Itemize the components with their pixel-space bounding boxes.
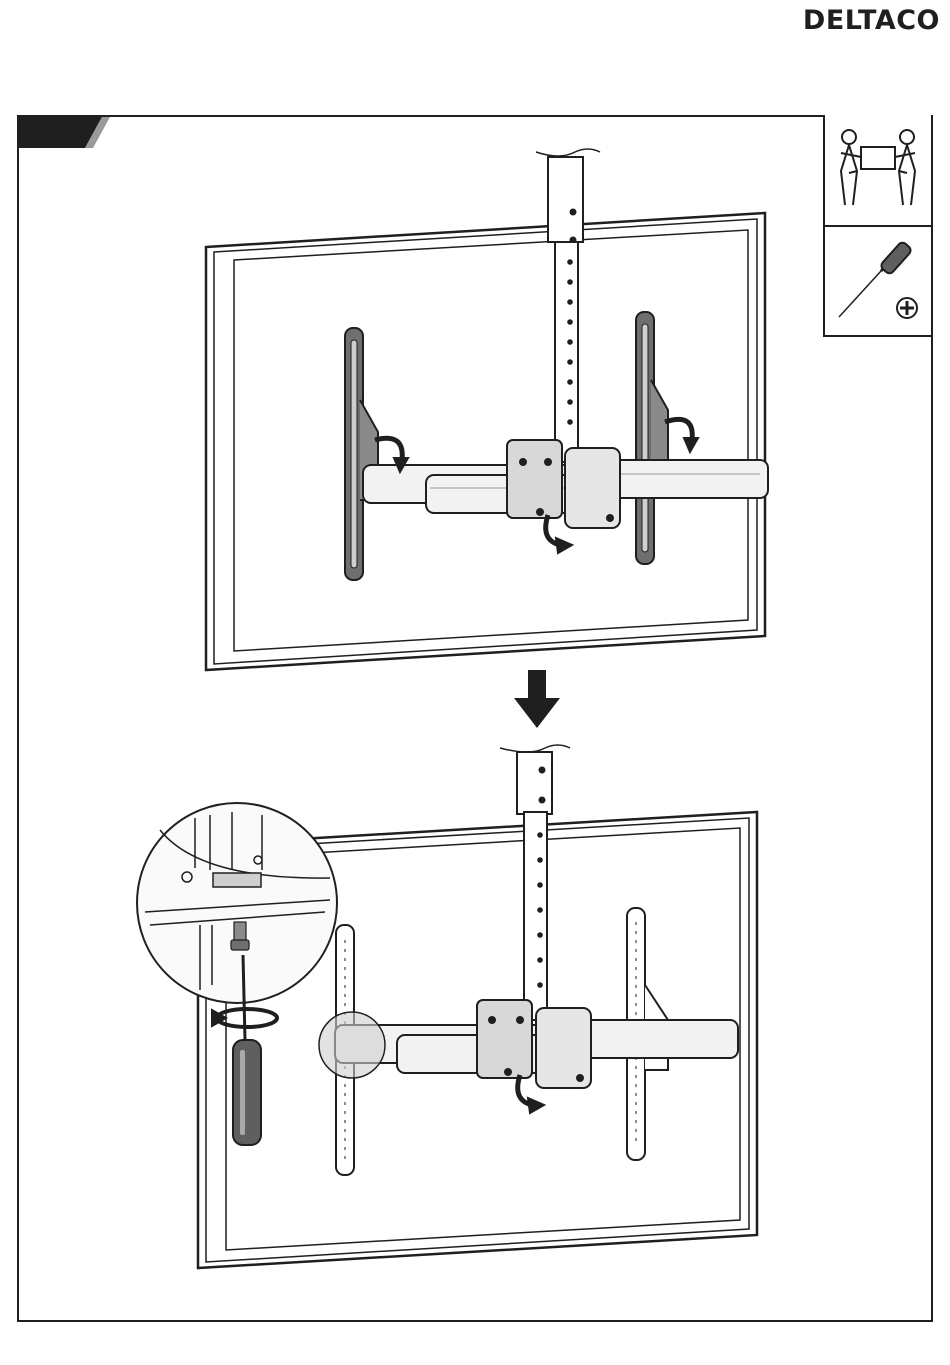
down-arrow-icon (514, 670, 560, 728)
tighten-safety-screw-illustration (137, 745, 757, 1268)
step-number-tab (19, 117, 110, 148)
two-person-lift-icon (825, 115, 931, 227)
tv-hang-on-mount-illustration (206, 149, 768, 670)
required-tools-panel (823, 115, 931, 337)
phillips-screwdriver-icon (825, 225, 931, 335)
